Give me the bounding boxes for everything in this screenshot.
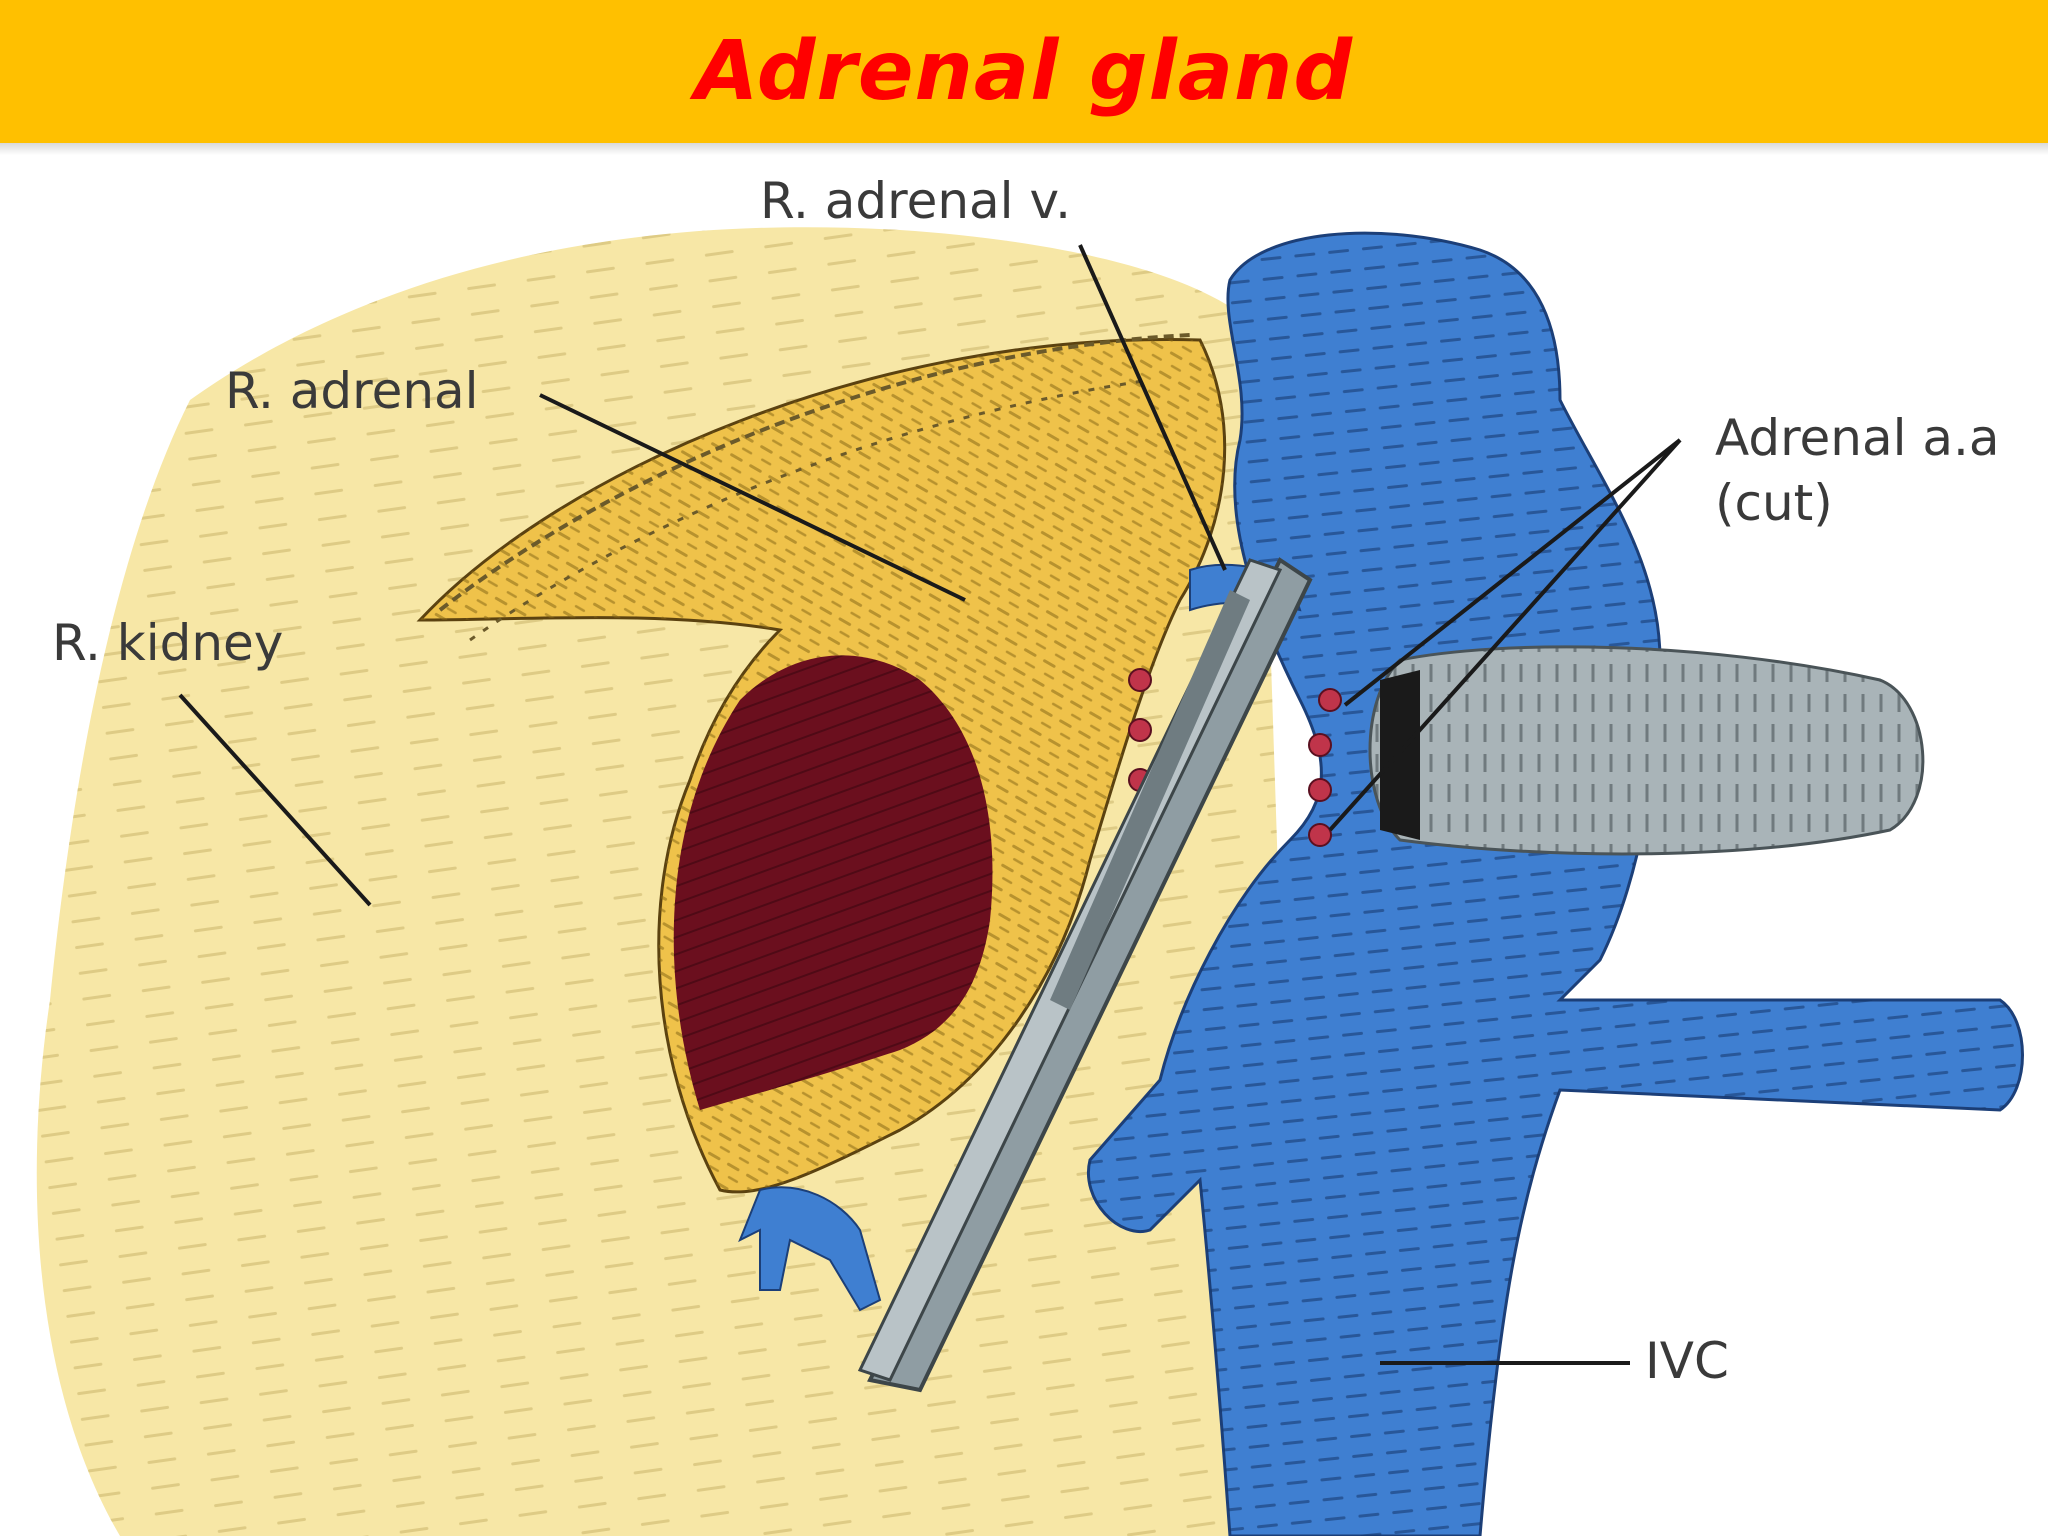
leader-line-arteries-2	[1328, 438, 1682, 832]
label-kidney: R. kidney	[52, 614, 283, 672]
leader-line-arteries-1	[1343, 438, 1682, 707]
slide-title: Adrenal gland	[694, 24, 1354, 119]
surgical-clamp	[857, 557, 1313, 1393]
retracted-tissue	[1368, 645, 1925, 856]
leader-line-adrenal-vein	[1078, 244, 1227, 571]
leader-lines	[178, 244, 1682, 1365]
renal-hilum	[673, 655, 993, 1110]
title-bar: Adrenal gland	[0, 0, 2048, 143]
label-adrenal-vein: R. adrenal v.	[760, 172, 1071, 230]
label-ivc: IVC	[1645, 1332, 1729, 1390]
leader-line-kidney	[178, 693, 372, 907]
label-adrenal-gland: R. adrenal	[225, 362, 479, 420]
title-bar-shadow	[0, 143, 2048, 155]
label-adrenal-arteries-line1: Adrenal a.a	[1715, 409, 2000, 467]
leader-line-adrenal	[539, 393, 966, 602]
label-adrenal-arteries-line2: (cut)	[1715, 474, 1833, 532]
